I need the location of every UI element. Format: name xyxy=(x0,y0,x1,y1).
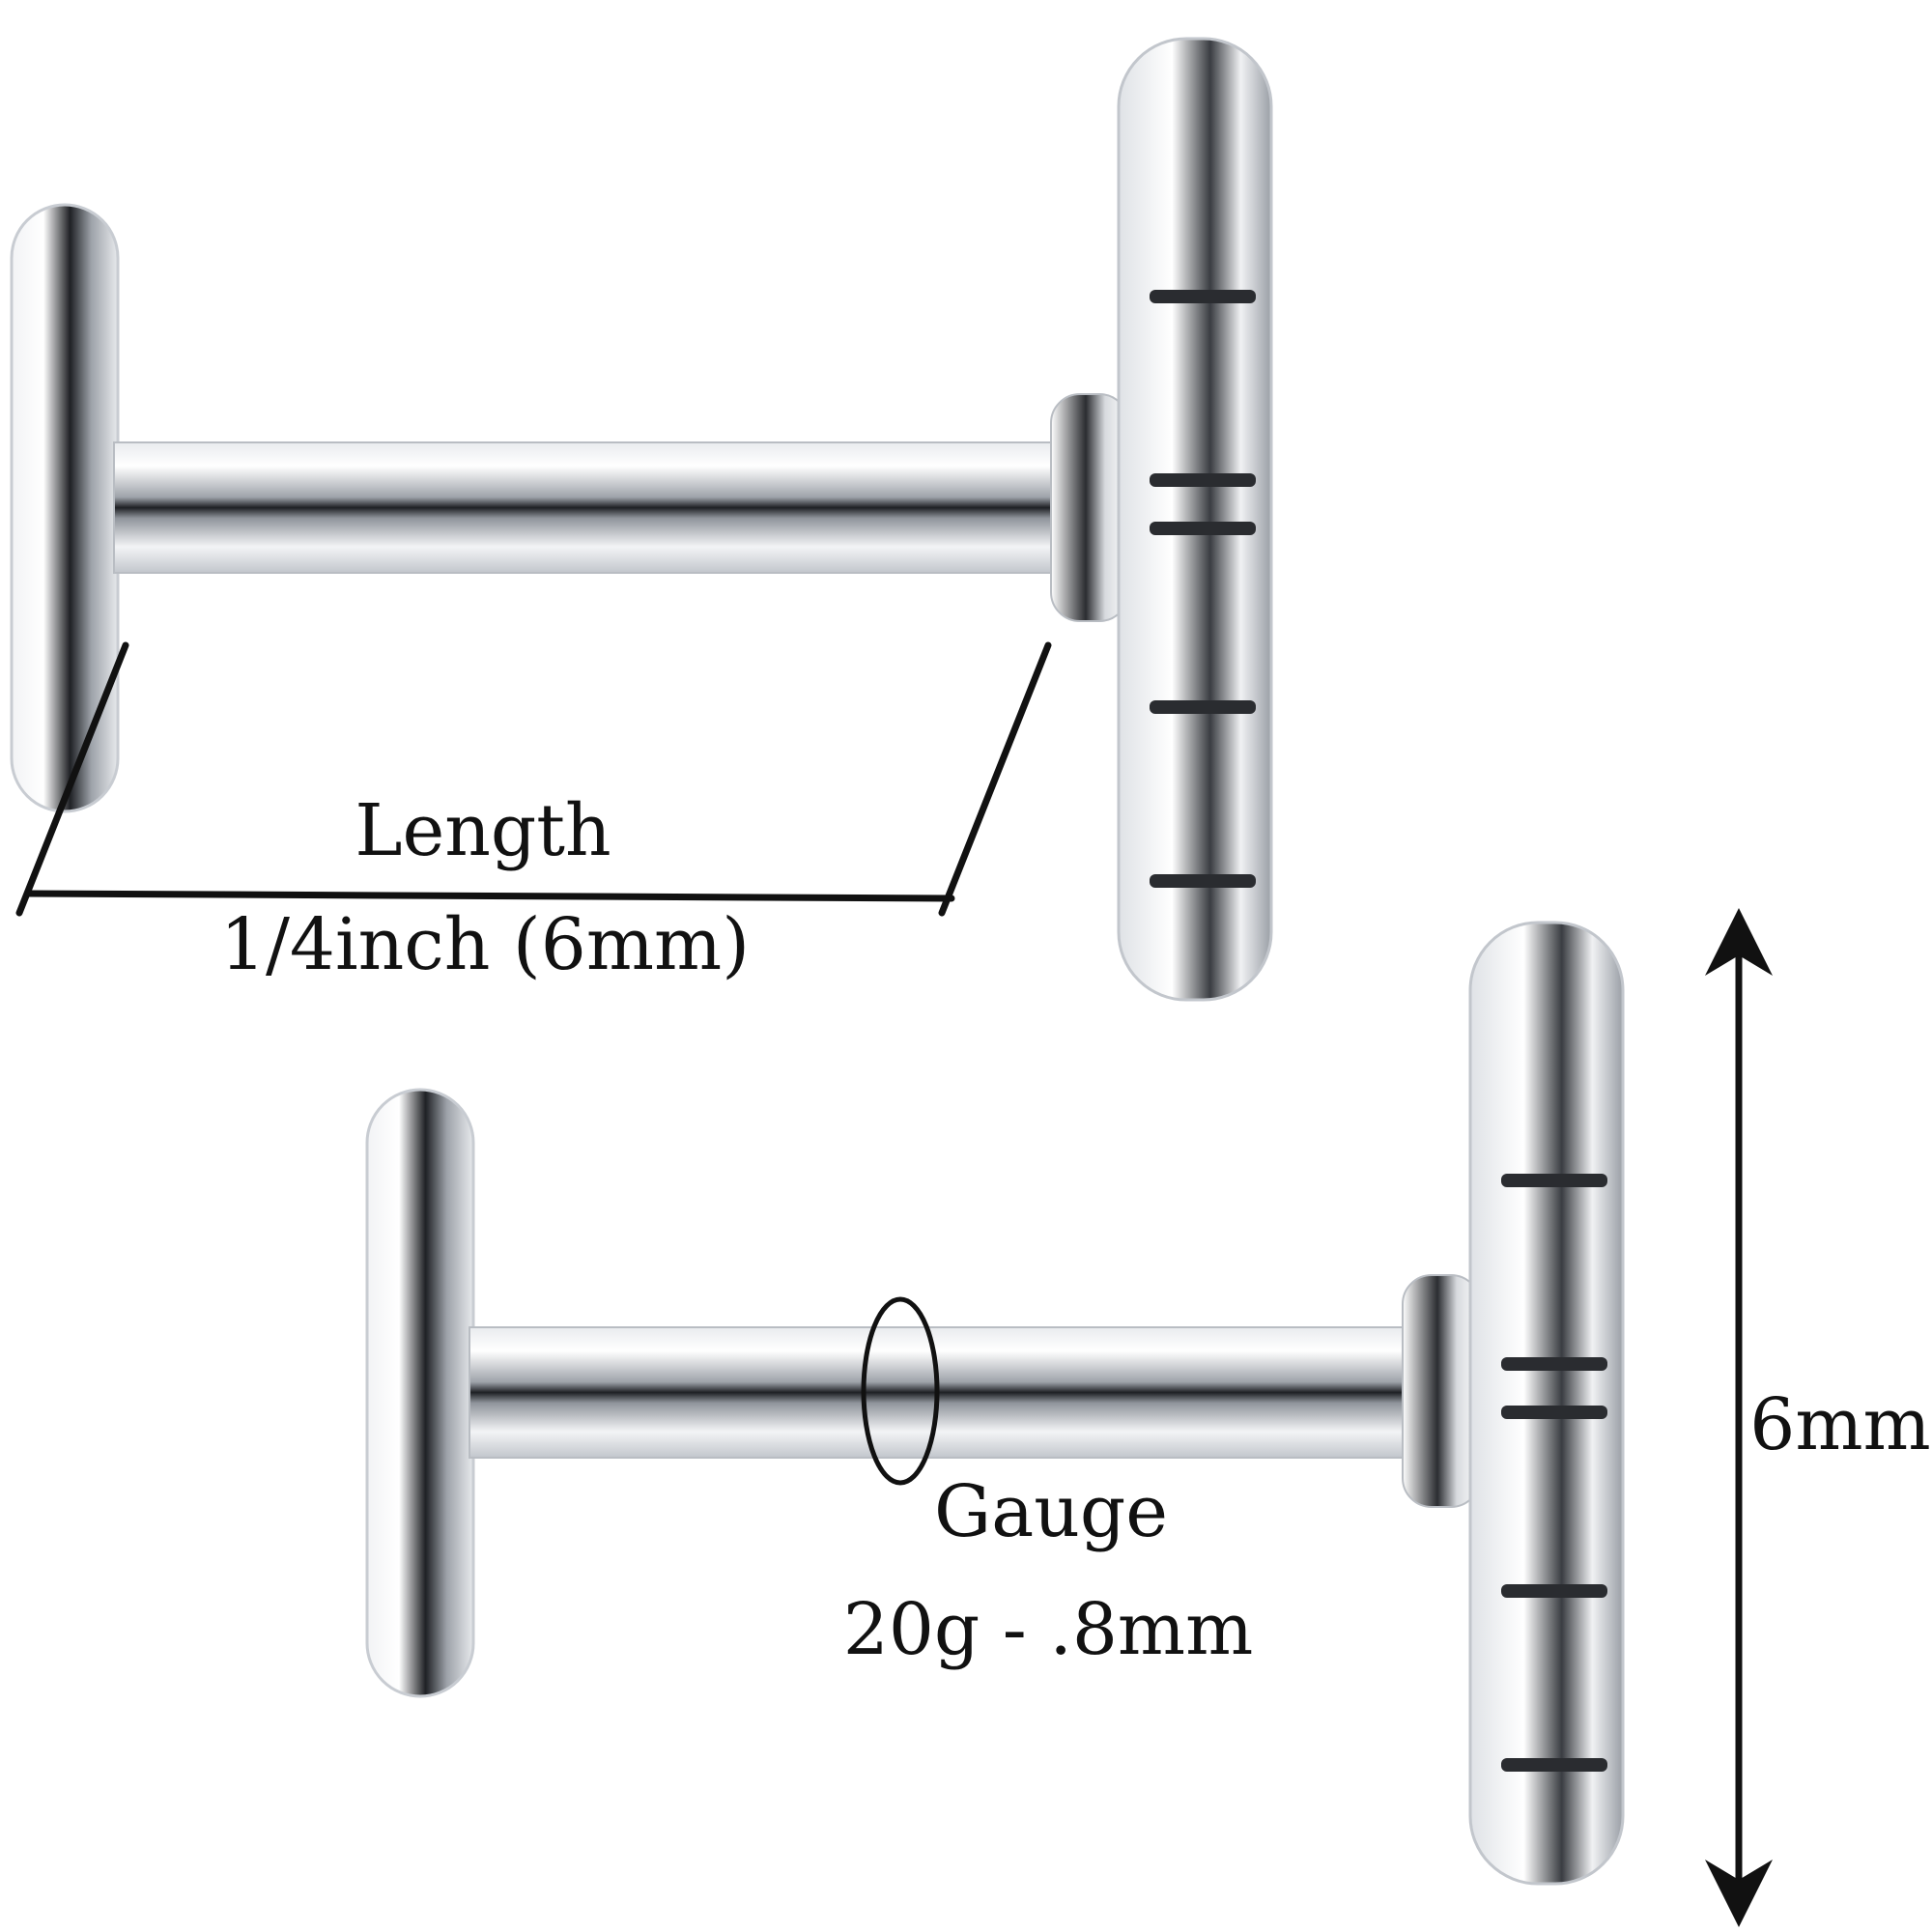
bottom-collar xyxy=(1402,1274,1481,1508)
height-value: 6mm xyxy=(1749,1383,1930,1466)
length-right-leader xyxy=(938,641,1052,917)
length-baseline xyxy=(25,890,955,902)
top-decorative-grooves xyxy=(1150,290,1256,888)
bottom-post-bar xyxy=(469,1326,1412,1459)
length-title: Length xyxy=(355,789,611,872)
length-left-leader xyxy=(15,641,129,917)
length-value: 1/4inch (6mm) xyxy=(220,903,750,986)
bottom-stud-illustration xyxy=(365,921,1625,1886)
gauge-title: Gauge xyxy=(934,1470,1168,1553)
bottom-decorative-grooves xyxy=(1501,1174,1607,1772)
gauge-ring-indicator xyxy=(861,1296,940,1486)
length-dimension xyxy=(15,641,1052,917)
top-decorative-top xyxy=(1117,37,1273,1002)
top-post-bar xyxy=(113,441,1057,574)
gauge-value: 20g - .8mm xyxy=(843,1588,1254,1671)
top-collar xyxy=(1050,393,1129,622)
bottom-flat-back-disc xyxy=(365,1088,475,1698)
top-flat-back-disc xyxy=(10,203,120,813)
bottom-decorative-top xyxy=(1468,921,1625,1886)
top-stud-illustration xyxy=(10,37,1273,1002)
